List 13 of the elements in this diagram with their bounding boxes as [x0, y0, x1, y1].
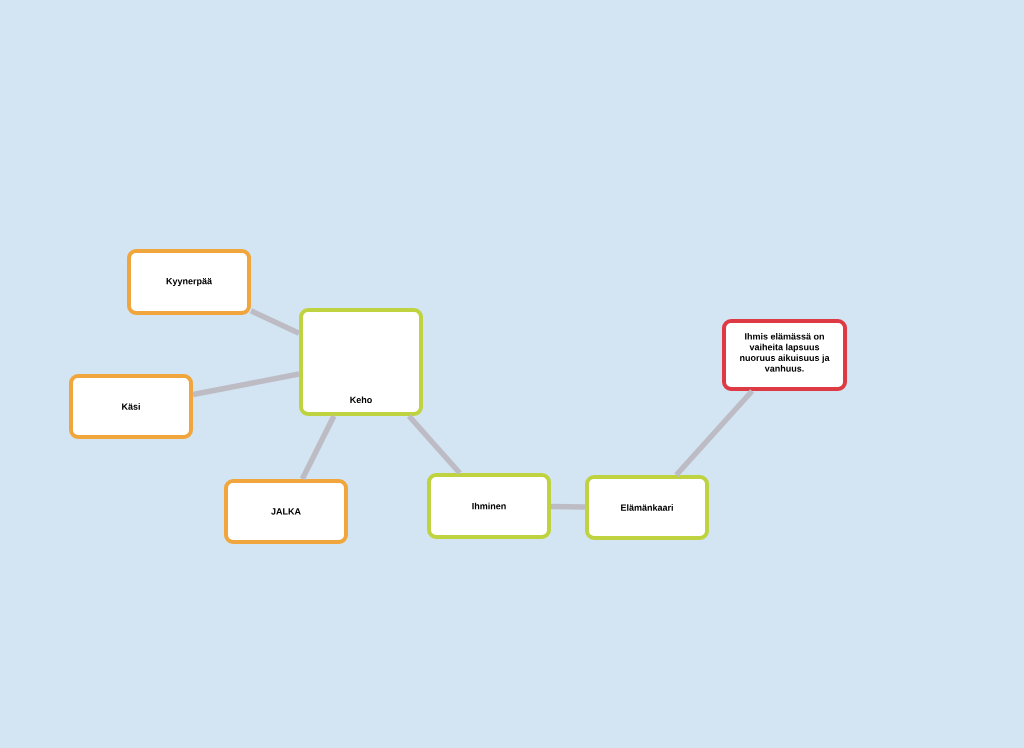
connector-line: [674, 389, 755, 477]
connector-line: [406, 414, 462, 475]
concept-box: Kyynerpää: [127, 249, 251, 315]
connector-line: [192, 371, 300, 398]
note-box: Ihmis elämässä on vaiheita lapsuus nuoruus aikuisuus ja vanhuus.: [722, 319, 847, 391]
concept-box: Elämänkaari: [585, 475, 709, 540]
concept-box: Ihminen: [427, 473, 551, 539]
concept-box: JALKA: [224, 479, 348, 544]
concept-box: Käsi: [69, 374, 193, 439]
concept-box: Keho: [299, 308, 423, 416]
connector-line: [249, 308, 301, 336]
connector-line: [551, 503, 586, 510]
connector-line: [299, 414, 337, 481]
